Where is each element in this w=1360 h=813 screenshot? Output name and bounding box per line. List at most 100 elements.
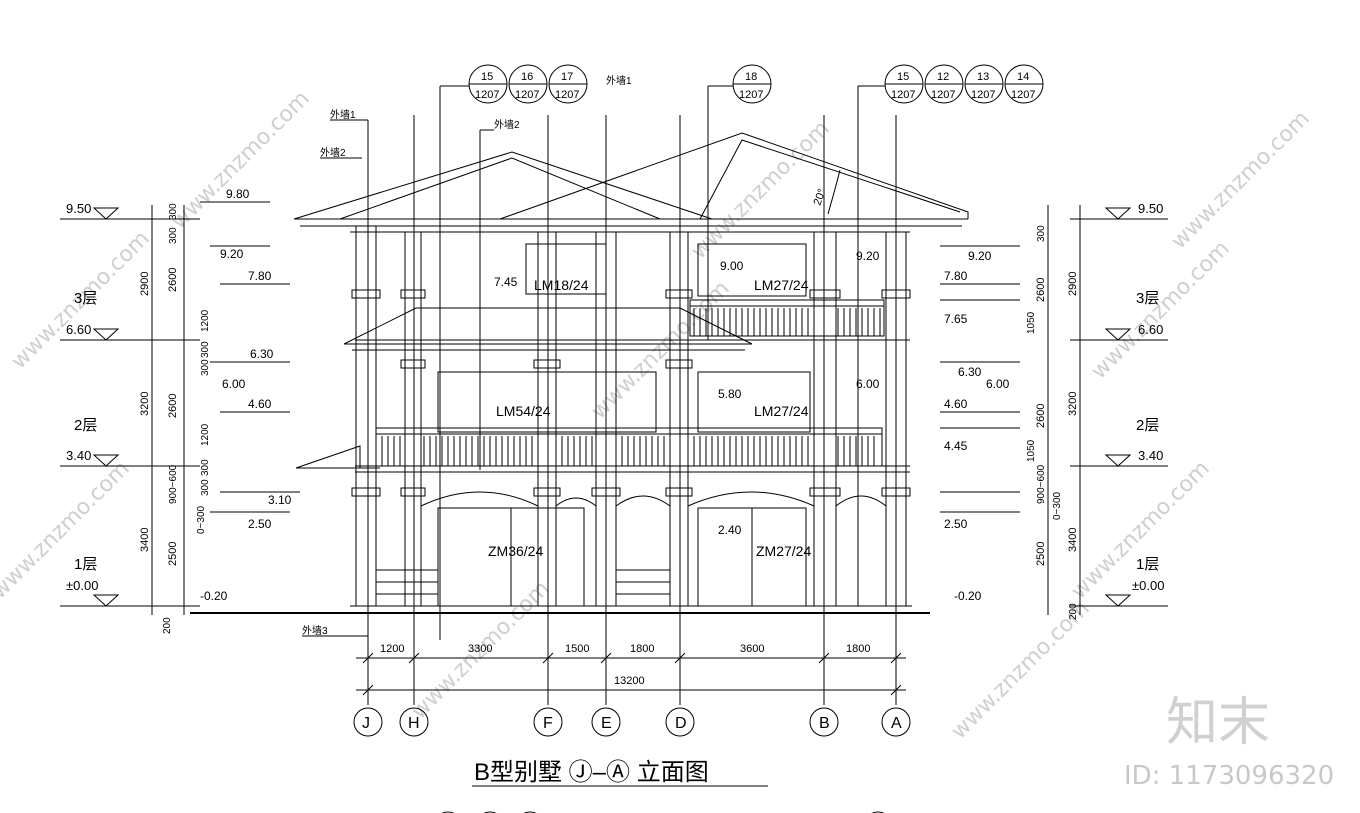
svg-text:1800: 1800 <box>630 643 654 655</box>
watermark-logo: 知末 <box>1166 693 1270 753</box>
svg-text:200: 200 <box>1068 603 1079 620</box>
opening-label: ZM27/24 <box>756 543 811 559</box>
level-right-340: 3.40 <box>1138 448 1163 463</box>
svg-text:7.80: 7.80 <box>248 269 272 283</box>
svg-text:1200: 1200 <box>380 643 404 655</box>
drawing-title: B型别墅 Ⓙ–Ⓐ 立面图 <box>474 759 709 786</box>
svg-text:14: 14 <box>1017 71 1029 83</box>
callout-14: 14 1207 <box>1004 64 1044 104</box>
stone-base <box>375 569 671 607</box>
svg-text:2.50: 2.50 <box>248 517 272 531</box>
svg-text:www.znzmo.com: www.znzmo.com <box>167 86 315 234</box>
svg-text:1207: 1207 <box>1011 89 1035 101</box>
level-left-950: 9.50 <box>66 201 91 216</box>
level-left-660: 6.60 <box>66 322 91 337</box>
svg-text:1200: 1200 <box>200 309 211 332</box>
svg-text:2600: 2600 <box>167 268 179 292</box>
axis-bubble-f: F <box>533 707 563 737</box>
svg-text:15: 15 <box>481 71 493 83</box>
floor-label-3: 3层 <box>74 290 97 307</box>
svg-text:9.00: 9.00 <box>720 259 744 273</box>
axis-lines <box>367 86 897 705</box>
svg-text:6.30: 6.30 <box>250 347 274 361</box>
svg-text:6.30: 6.30 <box>958 365 982 379</box>
floor-label-1: 1层 <box>74 556 97 573</box>
svg-text:2600: 2600 <box>167 394 179 418</box>
axis-bubble-h: H <box>399 707 429 737</box>
svg-text:2600: 2600 <box>1035 278 1047 302</box>
svg-text:1207: 1207 <box>891 89 915 101</box>
svg-text:5.80: 5.80 <box>718 387 742 401</box>
svg-text:17: 17 <box>561 71 573 83</box>
svg-text:2900: 2900 <box>139 272 151 296</box>
svg-text:D: D <box>675 715 687 732</box>
svg-text:3600: 3600 <box>740 643 764 655</box>
svg-text:H: H <box>408 715 420 732</box>
svg-text:9.20: 9.20 <box>968 249 992 263</box>
svg-text:2500: 2500 <box>167 542 179 566</box>
svg-text:2.40: 2.40 <box>718 523 742 537</box>
svg-text:1200: 1200 <box>200 423 211 446</box>
columns <box>351 225 911 607</box>
svg-text:外墙1: 外墙1 <box>330 108 356 121</box>
arches <box>420 491 887 507</box>
svg-text:4.60: 4.60 <box>944 397 968 411</box>
svg-text:300: 300 <box>200 479 211 496</box>
svg-text:-0.20: -0.20 <box>954 589 982 603</box>
axis-bubble-d: D <box>665 707 695 737</box>
left-levels: 9.50 6.60 3.40 ±0.00 3层 2层 1层 2900 3200 … <box>60 187 300 634</box>
svg-text:13: 13 <box>977 71 989 83</box>
svg-text:1207: 1207 <box>971 89 995 101</box>
level-left-340: 3.40 <box>66 448 91 463</box>
opening-labels: LM18/24 LM27/24 LM54/24 LM27/24 ZM36/24 … <box>488 249 880 559</box>
watermark-id: ID: 1173096320 <box>1124 761 1334 791</box>
svg-text:外墙1: 外墙1 <box>606 74 632 87</box>
svg-text:0~300: 0~300 <box>1052 491 1063 520</box>
svg-text:www.znzmo.com: www.znzmo.com <box>687 116 835 264</box>
total-dimension: 13200 <box>614 675 645 687</box>
svg-text:J: J <box>362 715 370 732</box>
svg-text:1050: 1050 <box>1026 439 1037 462</box>
svg-text:0~300: 0~300 <box>196 505 207 534</box>
opening-label: LM27/24 <box>754 403 809 419</box>
svg-text:9.80: 9.80 <box>226 187 250 201</box>
svg-text:1500: 1500 <box>565 643 589 655</box>
svg-text:1层: 1层 <box>1136 556 1159 573</box>
axis-bubble-b: B <box>809 707 839 737</box>
svg-text:外墙3: 外墙3 <box>302 624 328 637</box>
svg-text:3400: 3400 <box>1067 528 1079 552</box>
svg-text:www.znzmo.com: www.znzmo.com <box>1167 106 1315 254</box>
svg-text:4.60: 4.60 <box>248 397 272 411</box>
level-right-660: 6.60 <box>1138 322 1163 337</box>
svg-text:3300: 3300 <box>468 643 492 655</box>
svg-text:900~600: 900~600 <box>168 464 179 504</box>
svg-text:9.20: 9.20 <box>856 249 880 263</box>
svg-text:1207: 1207 <box>475 89 499 101</box>
svg-text:300: 300 <box>200 359 211 376</box>
svg-text:1207: 1207 <box>931 89 955 101</box>
svg-text:2层: 2层 <box>1136 417 1159 434</box>
balustrades <box>375 299 885 467</box>
wall-notes: 外墙1 外墙2 外墙2 外墙1 外墙3 <box>302 74 632 637</box>
watermark-layer: www.znzmo.com www.znzmo.com www.znzmo.co… <box>0 86 1315 744</box>
svg-text:F: F <box>543 715 553 732</box>
svg-text:300: 300 <box>1036 225 1047 242</box>
svg-text:2600: 2600 <box>1035 404 1047 428</box>
svg-text:2.50: 2.50 <box>944 517 968 531</box>
callout-15-left: 15 1207 <box>468 64 508 104</box>
horizontal-dims: 1200 3300 1500 1800 3600 1800 13200 <box>356 640 906 700</box>
opening-label: LM54/24 <box>496 403 551 419</box>
svg-text:300: 300 <box>200 459 211 476</box>
svg-text:-0.20: -0.20 <box>200 589 228 603</box>
axis-bubble-e: E <box>591 707 621 737</box>
svg-text:7.65: 7.65 <box>944 312 968 326</box>
opening-label: LM18/24 <box>534 277 589 293</box>
svg-text:18: 18 <box>745 71 757 83</box>
right-levels: 9.50 6.60 3.40 ±0.00 3层 2层 1层 2900 3200 … <box>940 201 1168 620</box>
svg-text:外墙2: 外墙2 <box>494 118 520 131</box>
svg-text:3200: 3200 <box>139 392 151 416</box>
